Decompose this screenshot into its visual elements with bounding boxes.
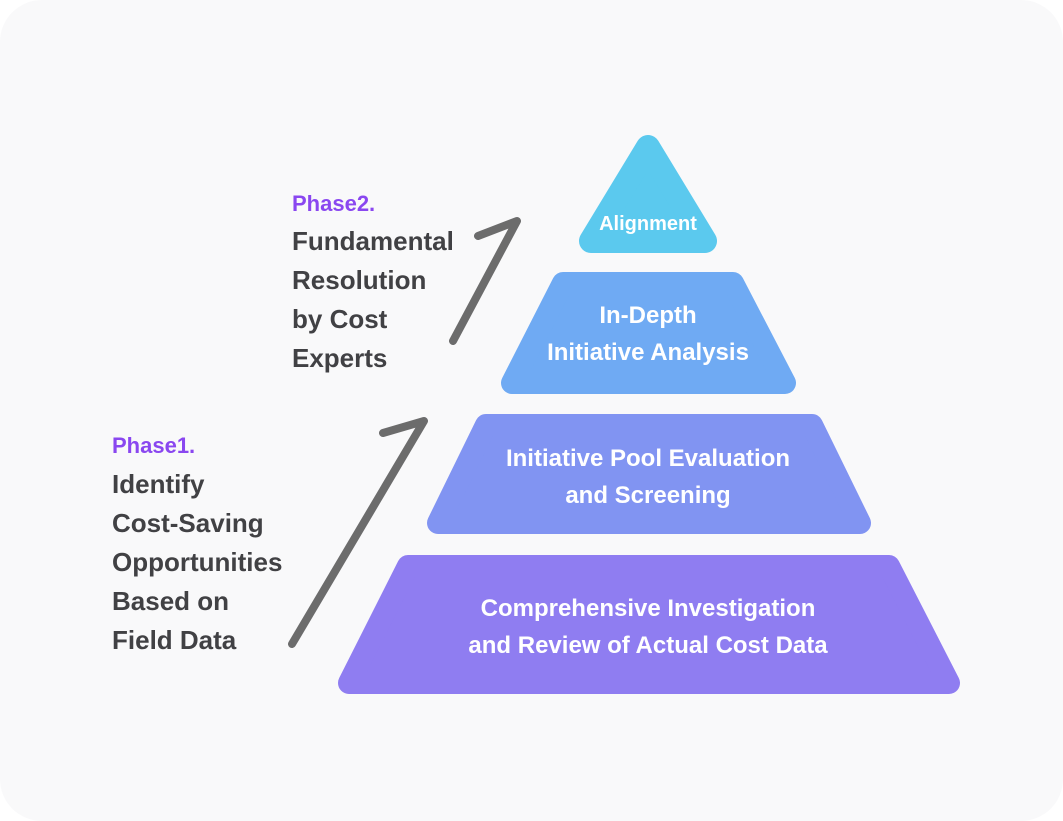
pyramid-level-3-shape — [427, 414, 871, 534]
phase1-description: Identify Cost-Saving Opportunities Based… — [112, 469, 283, 655]
pyramid-level-4-shape — [338, 555, 960, 694]
phase2-description: Fundamental Resolution by Cost Experts — [292, 226, 454, 373]
pyramid-level-3-title: Initiative Pool Evaluation and Screening — [505, 445, 791, 509]
pyramid-level-2-shape — [501, 272, 796, 394]
pyramid-level-2-title: In-Depth Initiative Analysis — [547, 302, 749, 366]
phase2-arrow-icon — [449, 217, 521, 345]
phase2-label: Phase2. — [292, 191, 376, 216]
pyramid-level-1-title: Alignment — [599, 213, 697, 235]
pyramid-level-1-shape — [579, 135, 717, 253]
phase1-label: Phase1. — [112, 433, 196, 458]
pyramid-level-4-title: Comprehensive Investigation and Review o… — [468, 595, 828, 659]
phase1-arrow-icon — [288, 417, 428, 648]
